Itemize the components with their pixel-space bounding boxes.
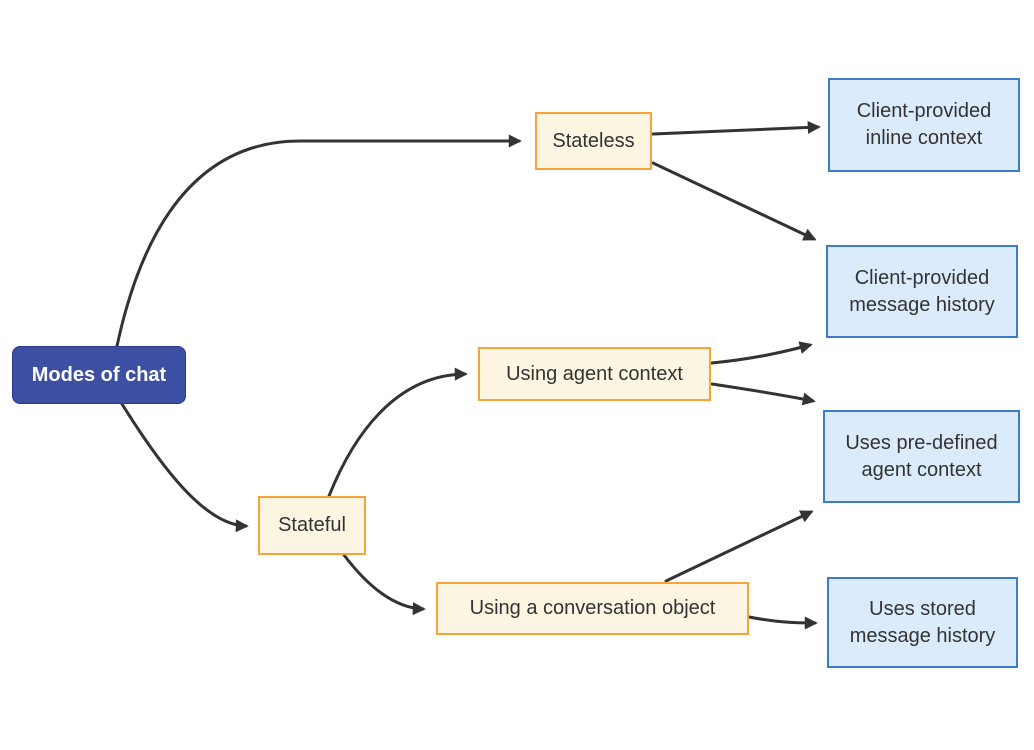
node-modes-of-chat: Modes of chat [12, 346, 186, 404]
edge-stateful-to-agent-context [327, 367, 468, 498]
node-client-provided-inline-context-label: Client-provided inline context [856, 100, 992, 149]
edge-agent-context-to-predefined-context [710, 382, 816, 406]
edge-stateless-to-message-history [651, 161, 817, 241]
node-using-conversation-object-label: Using a conversation object [469, 597, 716, 619]
node-modes-of-chat-label: Modes of chat [31, 363, 167, 386]
node-uses-predefined-agent-context-label: Uses pre-defined agent context [845, 431, 998, 481]
edge-root-to-stateful [120, 402, 249, 533]
edge-stateful-to-conversation-object [342, 553, 426, 616]
edge-stateless-to-inline-context [651, 120, 821, 136]
node-uses-stored-message-history: Uses stored message history [827, 577, 1018, 668]
node-client-provided-message-history-label: Client-provided message history [849, 266, 995, 316]
node-using-agent-context-label: Using agent context [506, 362, 683, 385]
node-stateless-label: Stateless [552, 129, 635, 152]
node-uses-stored-message-history-label: Uses stored message history [849, 597, 996, 647]
node-stateful: Stateful [258, 496, 366, 555]
edge-root-to-stateless [115, 134, 522, 348]
node-client-provided-message-history: Client-provided message history [826, 245, 1018, 338]
node-stateless: Stateless [535, 112, 652, 170]
node-using-agent-context: Using agent context [478, 347, 711, 401]
edge-conversation-object-to-predefined-context [664, 510, 814, 583]
edge-agent-context-to-message-history [710, 341, 813, 365]
node-client-provided-inline-context: Client-provided inline context [828, 78, 1020, 172]
node-stateful-label: Stateful [278, 514, 346, 536]
node-using-conversation-object: Using a conversation object [436, 582, 749, 635]
edge-conversation-object-to-stored-history [747, 615, 818, 630]
node-uses-predefined-agent-context: Uses pre-defined agent context [823, 410, 1020, 503]
